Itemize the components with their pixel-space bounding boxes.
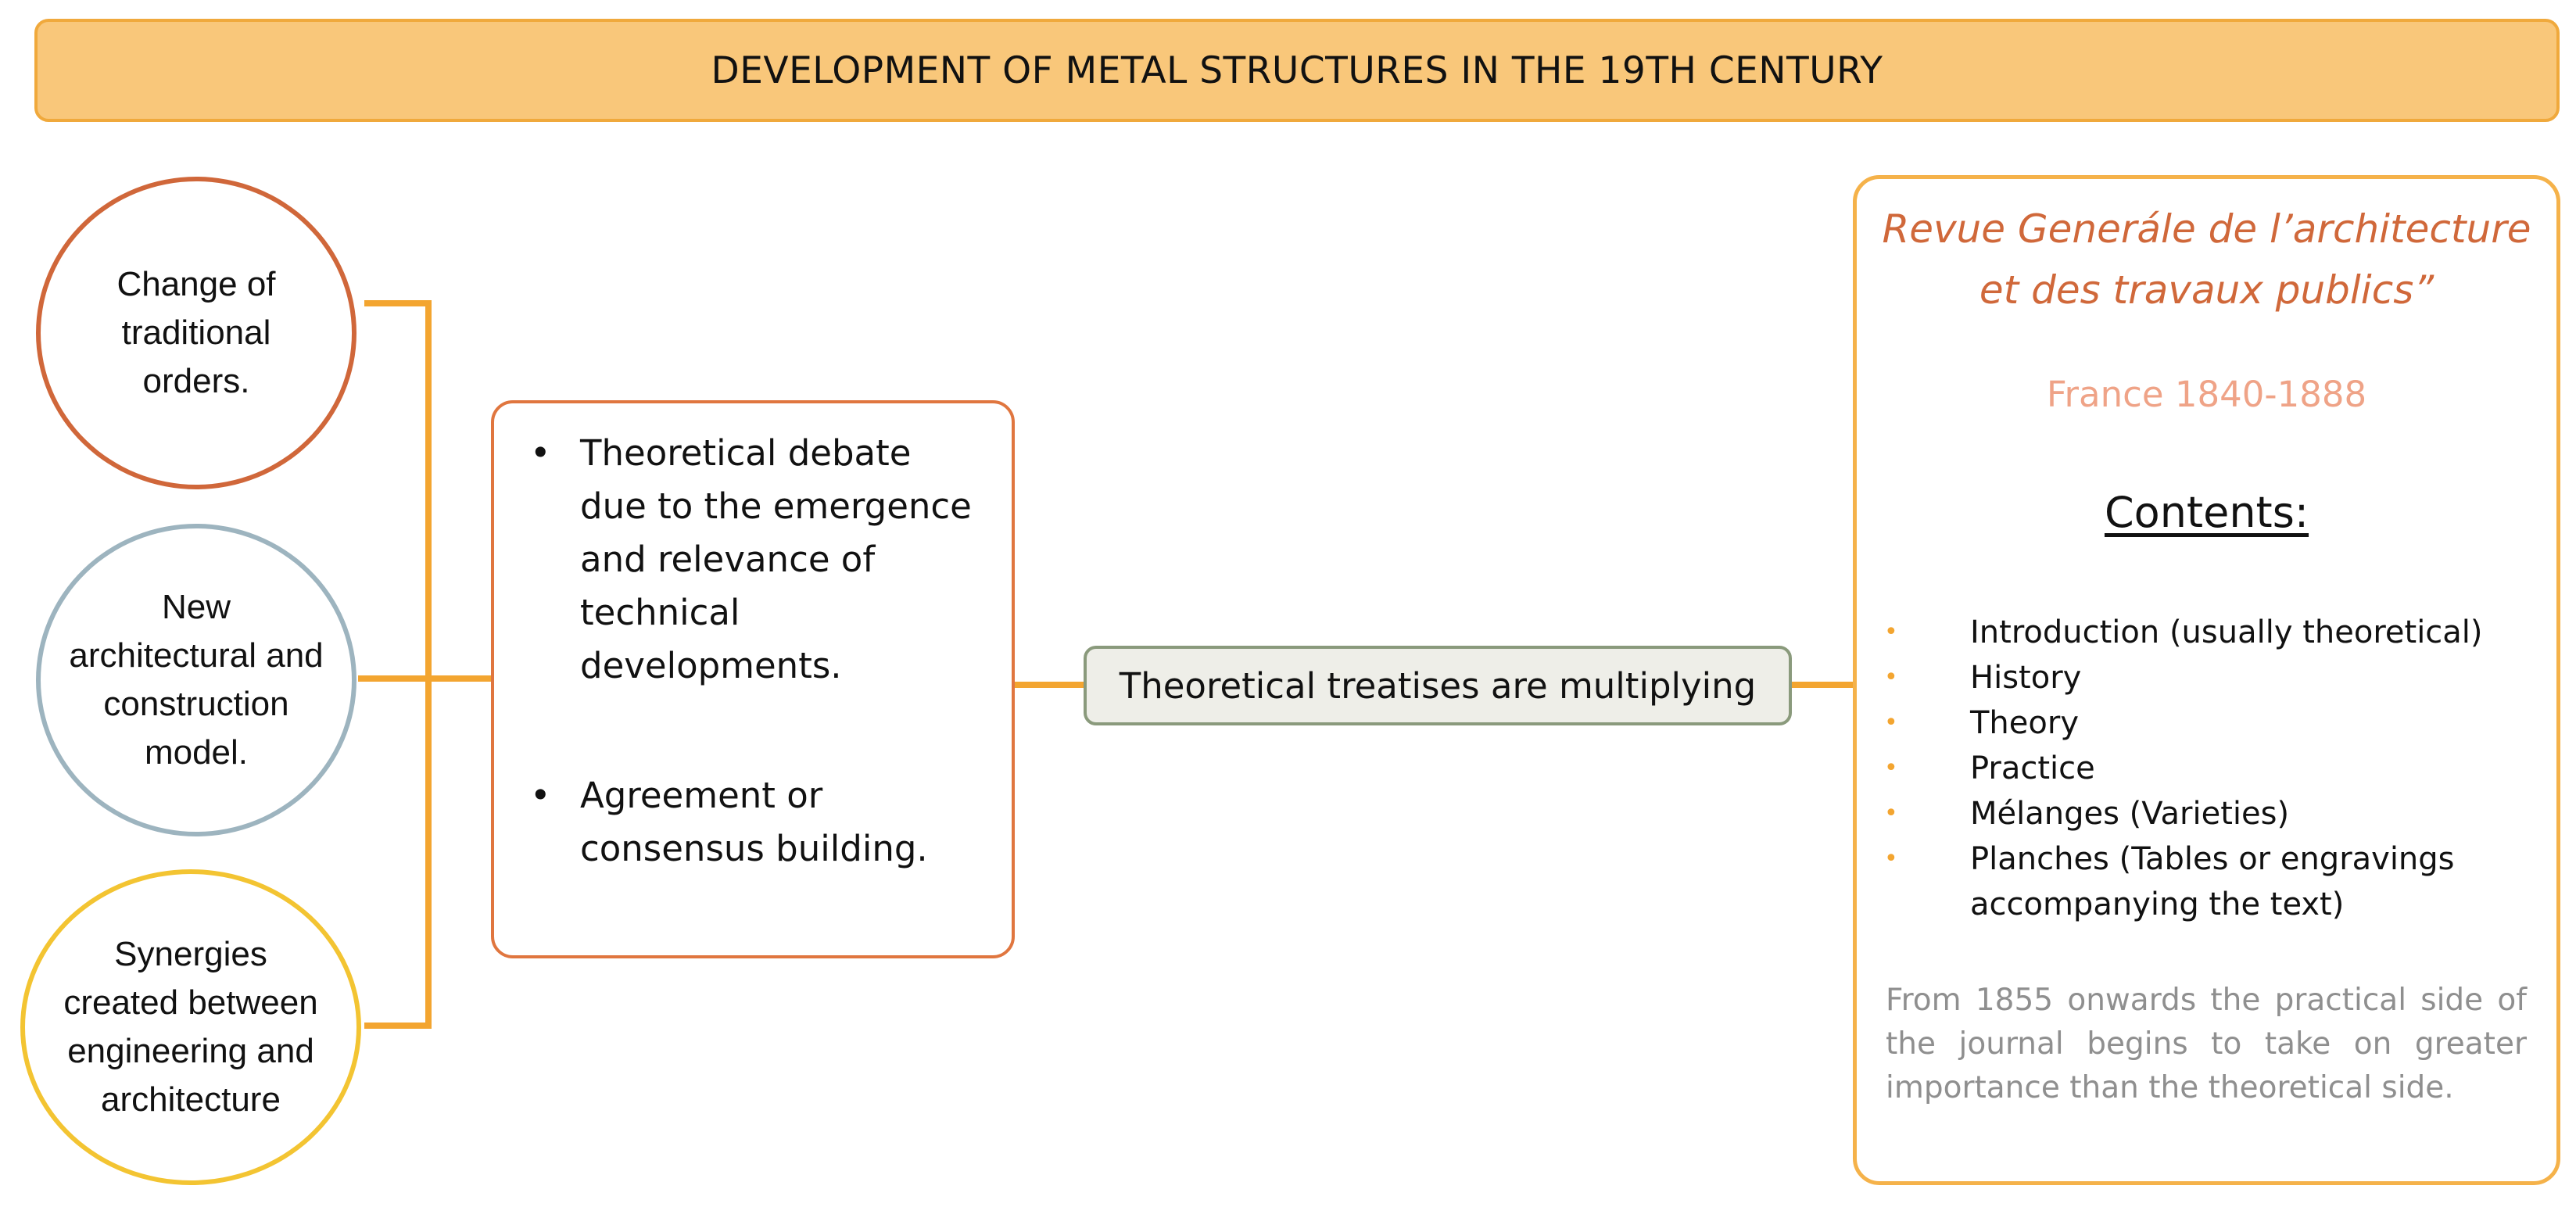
contents-item-text: Mélanges (Varieties) — [1970, 796, 2290, 832]
bullet-marker: • — [1884, 754, 1898, 782]
contents-item: • Theory — [1884, 700, 2556, 746]
diagram-title: DEVELOPMENT OF METAL STRUCTURES IN THE 1… — [711, 48, 1883, 92]
bullet-marker: • — [530, 775, 551, 816]
treatises-label: Theoretical treatises are multiplying — [1119, 664, 1757, 707]
contents-item: • Planches (Tables or engravings accompa… — [1884, 836, 2556, 927]
factor-label: Synergies created between engineering an… — [63, 935, 318, 1119]
journal-note: From 1855 onwards the practical side of … — [1886, 983, 2527, 1105]
contents-item-text: History — [1970, 660, 2082, 696]
contents-item: • Practice — [1884, 746, 2556, 791]
bullet-marker: • — [1884, 709, 1898, 736]
factor-circle-traditional-orders: Change of traditional orders. — [36, 177, 356, 489]
journal-period: France 1840-1888 — [2046, 374, 2367, 415]
contents-item-text: Theory — [1970, 705, 2079, 741]
contents-item: • Introduction (usually theoretical) — [1884, 610, 2556, 655]
factor-label: Change of traditional orders. — [116, 265, 276, 400]
factor-label: New architectural and construction model… — [69, 588, 324, 772]
title-banner: DEVELOPMENT OF METAL STRUCTURES IN THE 1… — [34, 19, 2560, 122]
debate-item: • Agreement or consensus building. — [525, 769, 980, 876]
bullet-marker: • — [1884, 845, 1898, 872]
contents-item: • History — [1884, 655, 2556, 700]
factor-circle-synergies: Synergies created between engineering an… — [20, 869, 361, 1185]
contents-heading: Contents: — [2104, 488, 2309, 537]
debate-item: • Theoretical debate due to the emergenc… — [525, 427, 980, 693]
contents-item: • Mélanges (Varieties) — [1884, 791, 2556, 836]
bullet-marker: • — [1884, 618, 1898, 646]
contents-item-text: Introduction (usually theoretical) — [1970, 614, 2483, 650]
bullet-marker: • — [530, 432, 551, 474]
bullet-marker: • — [1884, 800, 1898, 827]
contents-item-text: Planches (Tables or engravings accompany… — [1970, 841, 2455, 922]
factor-circle-new-model: New architectural and construction model… — [36, 524, 356, 836]
contents-list: • Introduction (usually theoretical) • H… — [1884, 610, 2556, 927]
journal-title: Revue Generále de l’architecture et des … — [1882, 206, 2531, 313]
journal-box — [1853, 175, 2560, 1185]
treatises-box: Theoretical treatises are multiplying — [1084, 646, 1792, 725]
debate-item-text: Agreement or consensus building. — [580, 775, 928, 869]
contents-item-text: Practice — [1970, 750, 2095, 786]
bullet-marker: • — [1884, 664, 1898, 691]
debate-item-text: Theoretical debate due to the emergence … — [580, 432, 972, 686]
debate-box: • Theoretical debate due to the emergenc… — [491, 400, 1015, 958]
